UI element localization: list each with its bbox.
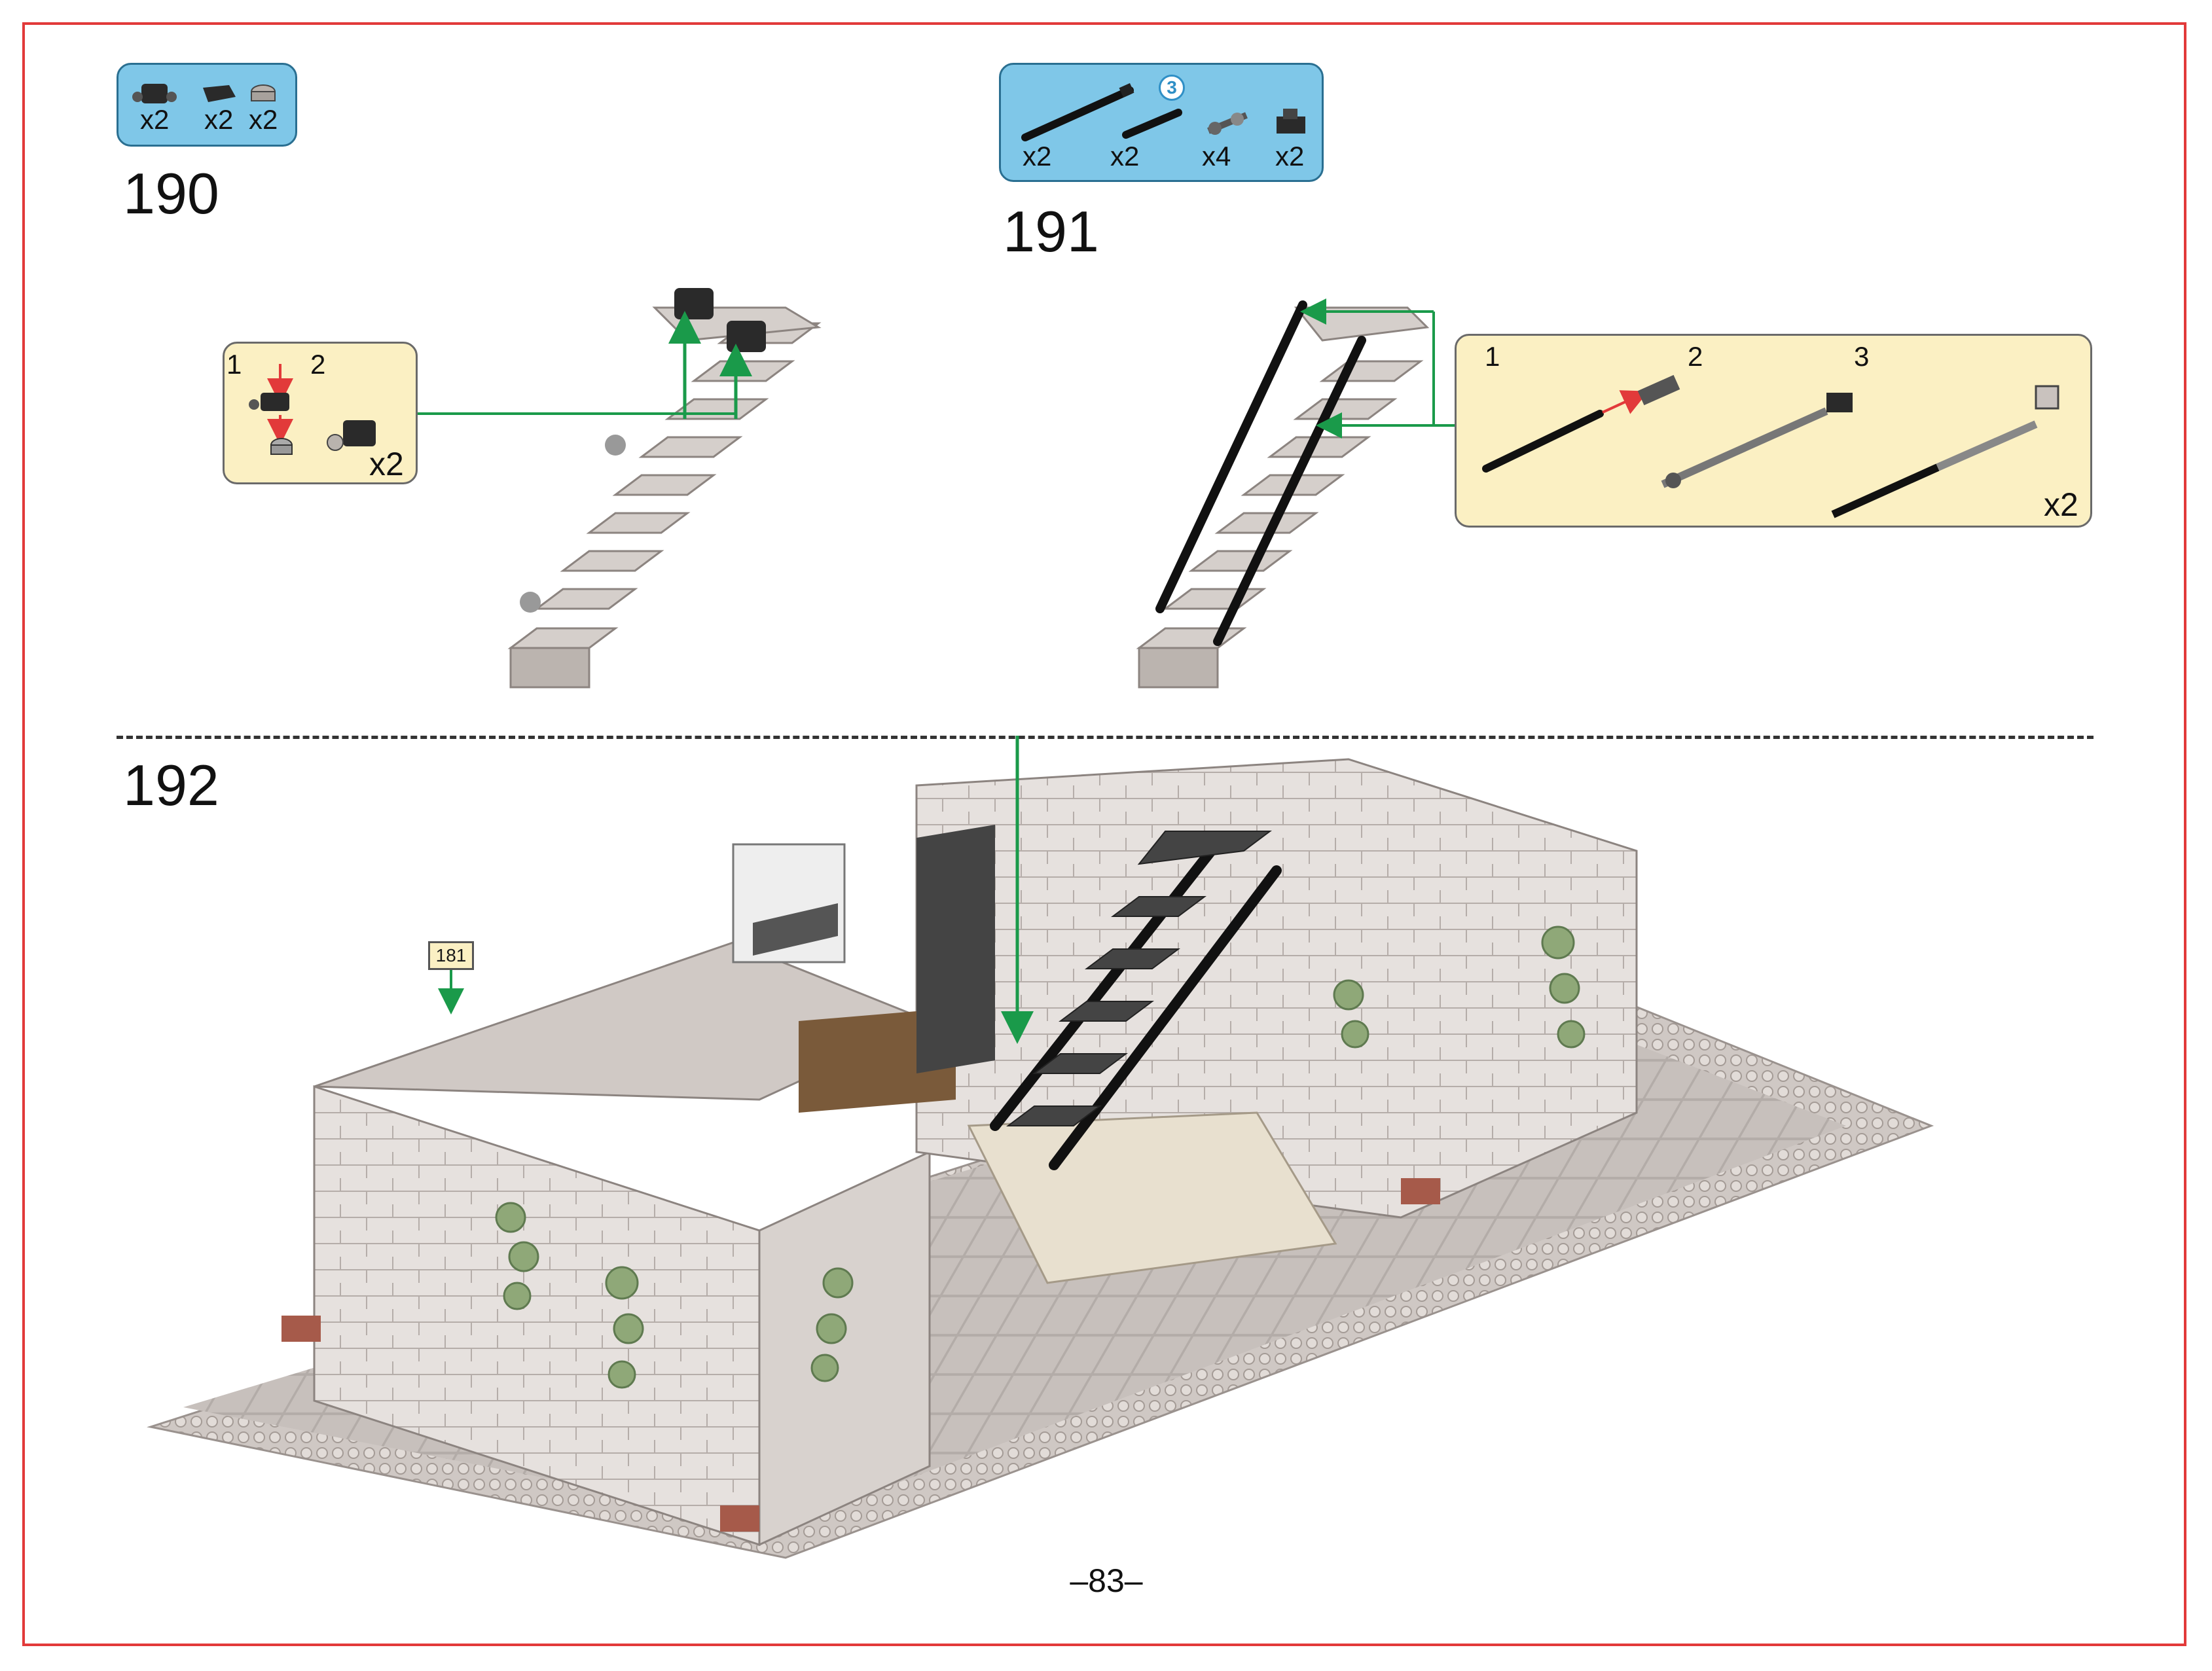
callout-icons-190 (249, 364, 376, 455)
stair-assembly-190 (507, 288, 822, 689)
clip-brick-icon (132, 84, 177, 103)
sub-assembly-callout (223, 342, 418, 484)
parts-icons-191 (1021, 83, 1305, 141)
part-qty: x2 (249, 104, 278, 135)
building-model-192 (147, 736, 1934, 1559)
step-number: 192 (123, 753, 219, 818)
parts-icons-190 (132, 84, 276, 103)
slope-brick-icon (203, 85, 236, 102)
multiplier-label: x2 (2044, 486, 2078, 523)
sub-step-number: 2 (1688, 341, 1703, 372)
page-frame (22, 22, 2186, 1646)
short-bar-icon (1122, 109, 1182, 139)
part-qty: x2 (1275, 141, 1305, 171)
page-number: –83– (1070, 1562, 1143, 1599)
part-qty: x2 (140, 104, 170, 135)
step-number: 191 (1003, 199, 1099, 264)
sub-step-number: 1 (1485, 341, 1500, 372)
round-plate-icon (251, 84, 276, 101)
part-qty: x2 (204, 104, 234, 135)
multiplier-label: x2 (369, 446, 404, 482)
reference-step-tag: 181 (428, 941, 474, 970)
part-qty: x2 (1110, 141, 1140, 171)
count-badge: 3 (1159, 75, 1185, 101)
callout-icons-191 (1482, 374, 2059, 518)
part-qty: x2 (1023, 141, 1052, 171)
stair-assembly-191 (1136, 298, 1455, 689)
bar-holder-icon (1207, 112, 1248, 135)
sub-step-number: 3 (1854, 341, 1870, 372)
sub-step-number: 2 (310, 349, 326, 380)
sub-step-number: 1 (227, 349, 242, 380)
step-number: 190 (123, 161, 219, 226)
parts-box-step-190 (117, 63, 297, 147)
long-bar-icon (1021, 83, 1134, 141)
clip-plate-icon (1277, 109, 1305, 134)
step-divider (117, 736, 2094, 739)
part-qty: x4 (1202, 141, 1231, 171)
